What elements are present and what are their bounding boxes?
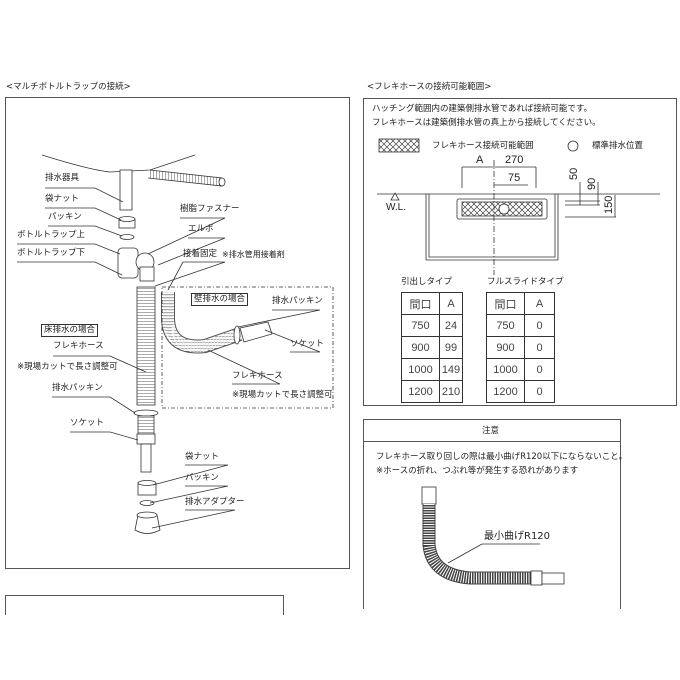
label-wall-drain-case: 壁排水の場合 bbox=[191, 293, 249, 306]
range-note-2: フレキホースは建築側排水管の真上から接続してください。 bbox=[372, 118, 601, 128]
legend-circle-icon bbox=[567, 140, 579, 152]
label-wall-flex-hose: フレキホース bbox=[232, 371, 283, 381]
table-title-fullslide: フルスライドタイプ bbox=[487, 277, 564, 287]
label-drain-adapter: 排水アダプター bbox=[185, 497, 245, 507]
label-bottle-trap-lower: ボトルトラップ下 bbox=[17, 248, 86, 258]
cell: 0 bbox=[524, 380, 555, 403]
cell: 750 bbox=[401, 314, 440, 337]
right-panel-title: <フレキホースの接続可能範囲> bbox=[367, 82, 492, 92]
label-floor-cut-note: ※現場カットで長さ調整可 bbox=[17, 362, 118, 372]
label-wall-socket: ソケット bbox=[290, 339, 325, 349]
cell: 750 bbox=[486, 314, 525, 337]
bend-radius-label: 最小曲げR120 bbox=[484, 531, 551, 542]
right-panel-frame bbox=[363, 98, 677, 406]
water-level-label: W.L. bbox=[386, 202, 407, 213]
label-wall-drain-packing: 排水パッキン bbox=[272, 296, 323, 306]
label-floor-socket: ソケット bbox=[70, 418, 105, 428]
left-panel-title: <マルチボトルトラップの接続> bbox=[6, 82, 131, 92]
label-packing-top: パッキン bbox=[48, 212, 82, 222]
caution-line-2: ※ホースの折れ、つぶれ等が発生する恐れがあります bbox=[376, 466, 579, 476]
label-bag-nut-top: 袋ナット bbox=[45, 194, 80, 204]
label-adhesive-fix: 接着固定 bbox=[183, 249, 218, 259]
dim-270: 270 bbox=[505, 154, 524, 166]
cell: 99 bbox=[439, 336, 463, 359]
table-title-pullout: 引出しタイプ bbox=[401, 277, 453, 287]
dim-a: A bbox=[476, 154, 484, 166]
label-resin-fastener: 樹脂ファスナー bbox=[180, 204, 240, 214]
label-adhesive-note: ※排水管用接着剤 bbox=[222, 250, 285, 259]
label-packing-bottom: パッキン bbox=[185, 473, 219, 483]
label-drain-fixture: 排水器具 bbox=[45, 173, 80, 183]
caution-line-1: フレキホース取り回しの際は最小曲げR120以下にならないこと。 bbox=[376, 452, 628, 462]
label-bottle-trap-upper: ボトルトラップ上 bbox=[17, 230, 86, 240]
cell: 24 bbox=[439, 314, 463, 337]
dim-75: 75 bbox=[508, 172, 521, 184]
caution-header-row bbox=[363, 419, 621, 442]
label-wall-cut-note: ※現場カットで長さ調整可 bbox=[232, 390, 333, 400]
label-bag-nut-bottom: 袋ナット bbox=[185, 452, 220, 462]
left-panel-frame bbox=[5, 97, 350, 569]
range-note-1: ハッチング範囲内の建築側排水管であれば接続可能です。 bbox=[372, 104, 593, 114]
label-floor-drain-case: 床排水の場合 bbox=[41, 324, 99, 337]
legend-hatch-label: フレキホース接続可能範囲 bbox=[432, 141, 534, 151]
label-elbow: エルボ bbox=[188, 224, 214, 234]
bottom-partial-frame bbox=[5, 595, 284, 615]
legend-hatch-swatch bbox=[378, 138, 420, 153]
cell: 900 bbox=[486, 336, 525, 359]
legend-circle-label: 標準排水位置 bbox=[592, 141, 644, 151]
label-floor-drain-packing: 排水パッキン bbox=[52, 383, 103, 393]
cell: 210 bbox=[439, 380, 463, 403]
label-floor-flex-hose: フレキホース bbox=[53, 341, 104, 351]
caution-header: 注意 bbox=[482, 426, 500, 436]
